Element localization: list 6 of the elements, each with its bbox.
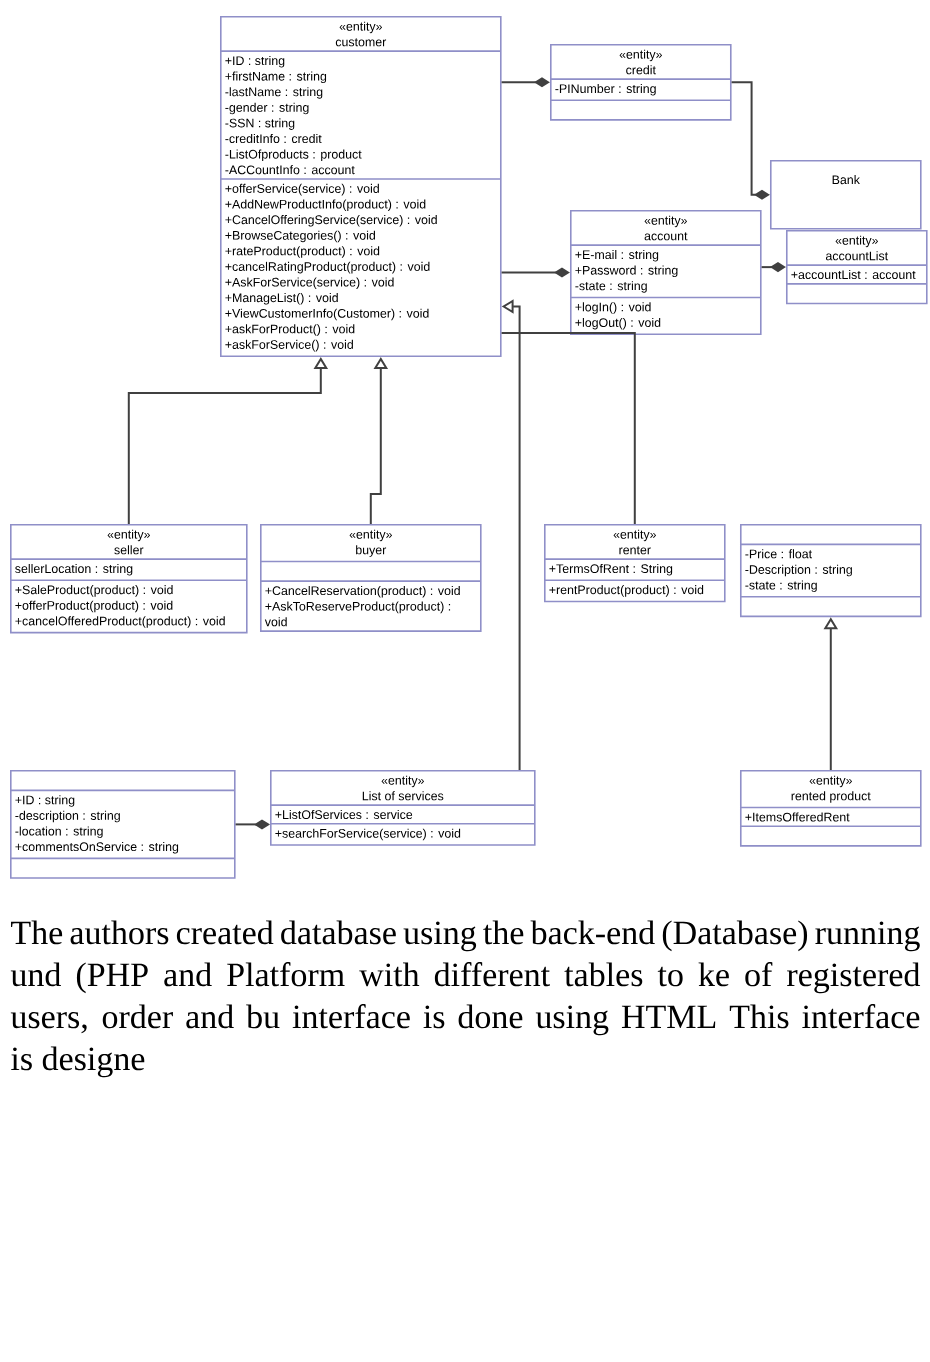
body-text: The authors created database using the back-end (Database) running und (PHP and Platform with different tables to ke of registered users, order and bu interface is done using HTML This interface is designe <box>10 920 921 1078</box>
composition-line <box>234 819 270 830</box>
association-line <box>500 332 636 525</box>
composition-line <box>500 77 550 88</box>
composition-line <box>730 81 770 200</box>
composition-line <box>500 267 570 278</box>
